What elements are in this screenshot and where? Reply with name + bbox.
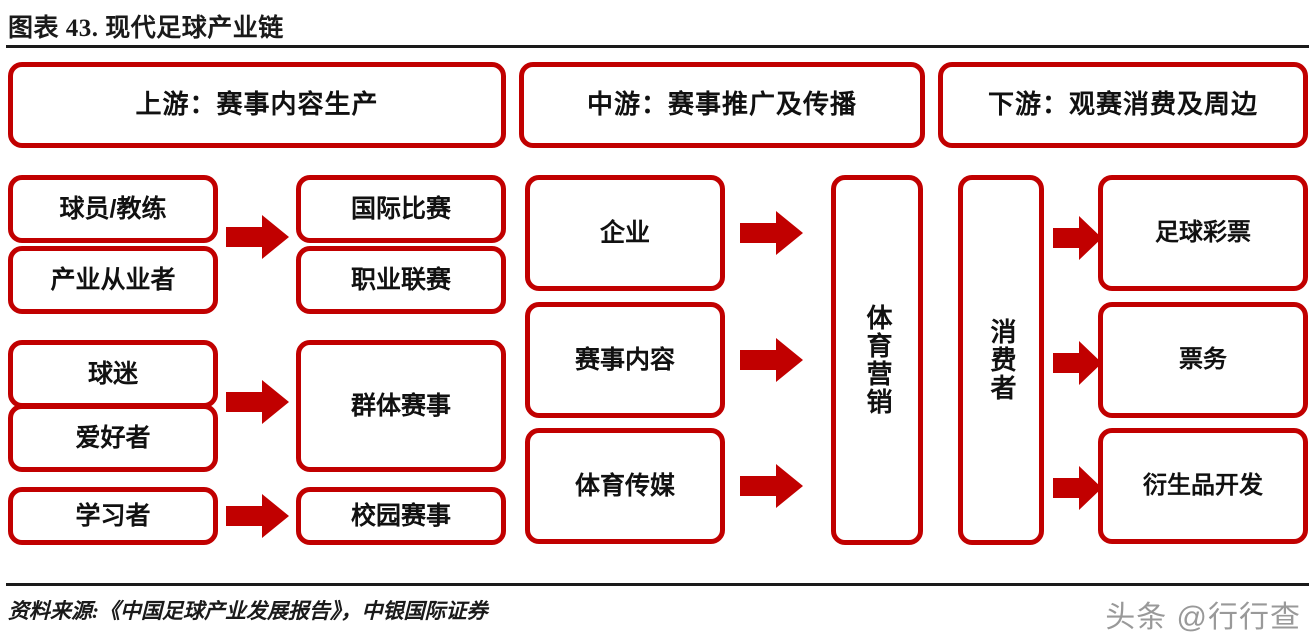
node-derivative-development[interactable]: 衍生品开发 xyxy=(1098,428,1308,544)
node-enterprise[interactable]: 企业 xyxy=(525,175,725,291)
node-sports-marketing[interactable]: 体育营销 xyxy=(831,175,923,545)
right-arrow-icon-7 xyxy=(1053,215,1103,261)
right-arrow-icon-4 xyxy=(740,210,804,256)
node-fan[interactable]: 球迷 xyxy=(8,340,218,408)
right-arrow-icon-2 xyxy=(226,379,290,425)
node-football-lottery[interactable]: 足球彩票 xyxy=(1098,175,1308,291)
node-sports-media[interactable]: 体育传媒 xyxy=(525,428,725,544)
figure-title: 图表 43. 现代足球产业链 xyxy=(8,15,284,42)
node-campus-event[interactable]: 校园赛事 xyxy=(296,487,506,545)
node-international-match[interactable]: 国际比赛 xyxy=(296,175,506,243)
node-learner[interactable]: 学习者 xyxy=(8,487,218,545)
right-arrow-icon-9 xyxy=(1053,465,1103,511)
watermark: 头条 @行行查 xyxy=(1105,601,1301,634)
right-arrow-icon-3 xyxy=(226,493,290,539)
node-player-coach[interactable]: 球员/教练 xyxy=(8,175,218,243)
source-note: 资料来源:《中国足球产业发展报告》，中银国际证券 xyxy=(8,599,488,623)
node-industry-worker[interactable]: 产业从业者 xyxy=(8,246,218,314)
right-arrow-icon-5 xyxy=(740,337,804,383)
node-professional-league[interactable]: 职业联赛 xyxy=(296,246,506,314)
node-event-content[interactable]: 赛事内容 xyxy=(525,302,725,418)
right-arrow-icon-6 xyxy=(740,463,804,509)
section-header-midstream: 中游：赛事推广及传播 xyxy=(519,62,925,148)
right-arrow-icon-1 xyxy=(226,214,290,260)
section-header-upstream: 上游：赛事内容生产 xyxy=(8,62,506,148)
footer-divider xyxy=(6,583,1309,586)
section-header-downstream: 下游：观赛消费及周边 xyxy=(938,62,1308,148)
node-enthusiast[interactable]: 爱好者 xyxy=(8,404,218,472)
node-consumer[interactable]: 消费者 xyxy=(958,175,1044,545)
title-divider xyxy=(6,45,1309,48)
right-arrow-icon-8 xyxy=(1053,340,1103,386)
node-mass-event[interactable]: 群体赛事 xyxy=(296,340,506,472)
node-ticketing[interactable]: 票务 xyxy=(1098,302,1308,418)
